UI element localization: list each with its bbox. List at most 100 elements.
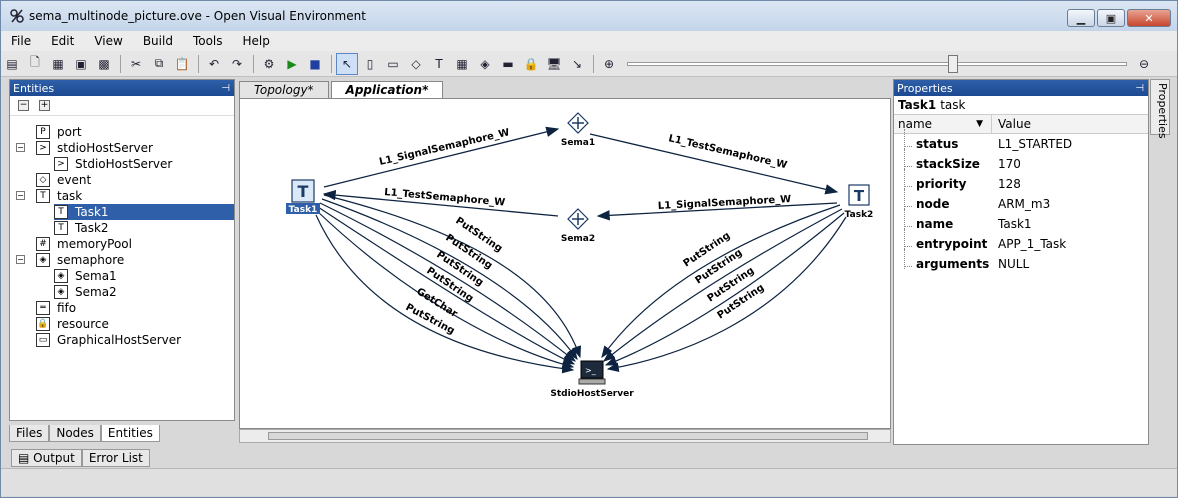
tree-expander[interactable]: − [16, 143, 25, 152]
tree-item-stdiohostserver[interactable]: >StdioHostServer [54, 156, 234, 172]
redo-button[interactable]: ↷ [226, 53, 248, 75]
edge-task2-stdio[interactable] [606, 216, 847, 373]
edge-task2-stdio[interactable] [604, 212, 845, 366]
collapse-all-button[interactable]: − [18, 100, 29, 111]
edge-task1-stdio[interactable] [321, 198, 578, 360]
node-task2[interactable]: T Task2 [845, 184, 874, 220]
tab-topology[interactable]: Topology* [239, 81, 329, 98]
pin-icon[interactable]: ⊣ [221, 82, 230, 94]
connector-tool-button[interactable]: ↘ [566, 53, 588, 75]
tree-item-resource[interactable]: 🔒resource [36, 316, 234, 332]
event-tool-button[interactable]: ◇ [405, 53, 427, 75]
tree-expander[interactable]: − [16, 255, 25, 264]
host-server-tool-button[interactable]: 🖥 [543, 53, 565, 75]
expand-all-button[interactable]: + [39, 100, 50, 111]
column-header-value[interactable]: Value [998, 117, 1031, 131]
zoom-slider-thumb[interactable] [948, 54, 958, 73]
save-button[interactable]: ▣ [70, 53, 92, 75]
zoom-slider[interactable] [627, 54, 1127, 73]
tree-expander[interactable]: − [16, 191, 25, 200]
menu-view[interactable]: View [94, 34, 123, 48]
edge-task2-sema2[interactable] [596, 202, 838, 221]
menu-edit[interactable]: Edit [51, 34, 75, 48]
new-project-button[interactable]: ▤ [1, 53, 23, 75]
edge-task1-stdio[interactable] [319, 202, 576, 362]
terminal-tool-button[interactable]: ▭ [382, 53, 404, 75]
tree-item-graphicalhostserver[interactable]: ▭GraphicalHostServer [36, 332, 234, 348]
tab-error-list[interactable]: Error List [81, 449, 150, 467]
column-header-name[interactable]: name ▼ [894, 115, 992, 133]
tree-item-stdiohostserver[interactable]: >stdioHostServer [36, 140, 234, 156]
port-tool-button[interactable]: ▯ [359, 53, 381, 75]
edge-task1-stdio[interactable] [323, 194, 582, 359]
tab-files[interactable]: Files [9, 425, 50, 442]
edge-task1-sema1[interactable] [323, 126, 560, 188]
open-button[interactable]: ▦ [47, 53, 69, 75]
zoom-out-button[interactable]: ⊖ [1133, 53, 1155, 75]
stop-button[interactable]: ■ [304, 53, 326, 75]
tree-item-sema1[interactable]: ◈Sema1 [54, 268, 234, 284]
copy-button[interactable]: ⧉ [148, 53, 170, 75]
fifo-tool-button[interactable]: ▬ [497, 53, 519, 75]
property-value[interactable]: Task1 [998, 217, 1032, 231]
task-tool-button[interactable]: T [428, 53, 450, 75]
canvas-horizontal-scrollbar[interactable] [239, 429, 891, 443]
menu-build[interactable]: Build [142, 34, 173, 48]
menu-tools[interactable]: Tools [192, 34, 223, 48]
edge-task1-stdio[interactable] [317, 206, 576, 365]
edge-sema2-task1[interactable] [322, 189, 559, 217]
tab-entities[interactable]: Entities [100, 425, 160, 442]
tree-item-sema2[interactable]: ◈Sema2 [54, 284, 234, 300]
tree-item-fifo[interactable]: ═fifo [36, 300, 234, 316]
tab-output[interactable]: ▤ Output [11, 449, 82, 467]
menu-file[interactable]: File [11, 34, 32, 48]
edge-task2-stdio[interactable] [603, 208, 843, 362]
property-value[interactable]: NULL [998, 257, 1030, 271]
property-value[interactable]: APP_1_Task [998, 237, 1067, 251]
memory-pool-tool-button[interactable]: ▦ [451, 53, 473, 75]
property-value[interactable]: L1_STARTED [998, 137, 1073, 151]
node-sema2[interactable]: Sema2 [561, 208, 595, 244]
edge-task1-stdio[interactable] [316, 210, 575, 369]
new-file-button[interactable]: 🗋 [24, 53, 46, 75]
select-tool-button[interactable]: ↖ [336, 52, 358, 75]
scrollbar-thumb[interactable] [268, 432, 868, 440]
pin-icon[interactable]: ⊣ [1135, 82, 1144, 94]
paste-button[interactable]: 📋 [171, 53, 193, 75]
node-sema1[interactable]: Sema1 [561, 112, 595, 148]
edge-sema1-task2[interactable] [589, 133, 839, 195]
title-bar[interactable]: sema_multinode_picture.ove - Open Visual… [1, 1, 1177, 31]
tab-application[interactable]: Application* [330, 81, 444, 98]
property-value[interactable]: 170 [998, 157, 1021, 171]
property-value[interactable]: ARM_m3 [998, 197, 1051, 211]
tree-item-semaphore[interactable]: ◈semaphore [36, 252, 234, 268]
cut-button[interactable]: ✂ [125, 53, 147, 75]
edge-task1-stdio[interactable] [315, 214, 575, 374]
property-value[interactable]: 128 [998, 177, 1021, 191]
tree-item-event[interactable]: ◇event [36, 172, 234, 188]
diagram-canvas[interactable]: L1_SignalSemaphore_W L1_TestSemaphore_W … [239, 98, 891, 429]
zoom-in-button[interactable]: ⊕ [598, 53, 620, 75]
run-button[interactable]: ▶ [281, 53, 303, 75]
tab-nodes[interactable]: Nodes [49, 425, 101, 442]
properties-side-tab[interactable]: Properties [1150, 79, 1170, 139]
maximize-button[interactable]: ▣ [1097, 9, 1125, 27]
build-button[interactable]: ⚙ [258, 53, 280, 75]
node-task1[interactable]: T Task1 [286, 179, 320, 215]
edge-task2-stdio[interactable] [601, 204, 841, 358]
node-stdio-host-server[interactable]: >_ StdioHostServer [550, 360, 634, 399]
save-all-button[interactable]: ▩ [93, 53, 115, 75]
semaphore-tool-button[interactable]: ◈ [474, 53, 496, 75]
undo-button[interactable]: ↶ [203, 53, 225, 75]
